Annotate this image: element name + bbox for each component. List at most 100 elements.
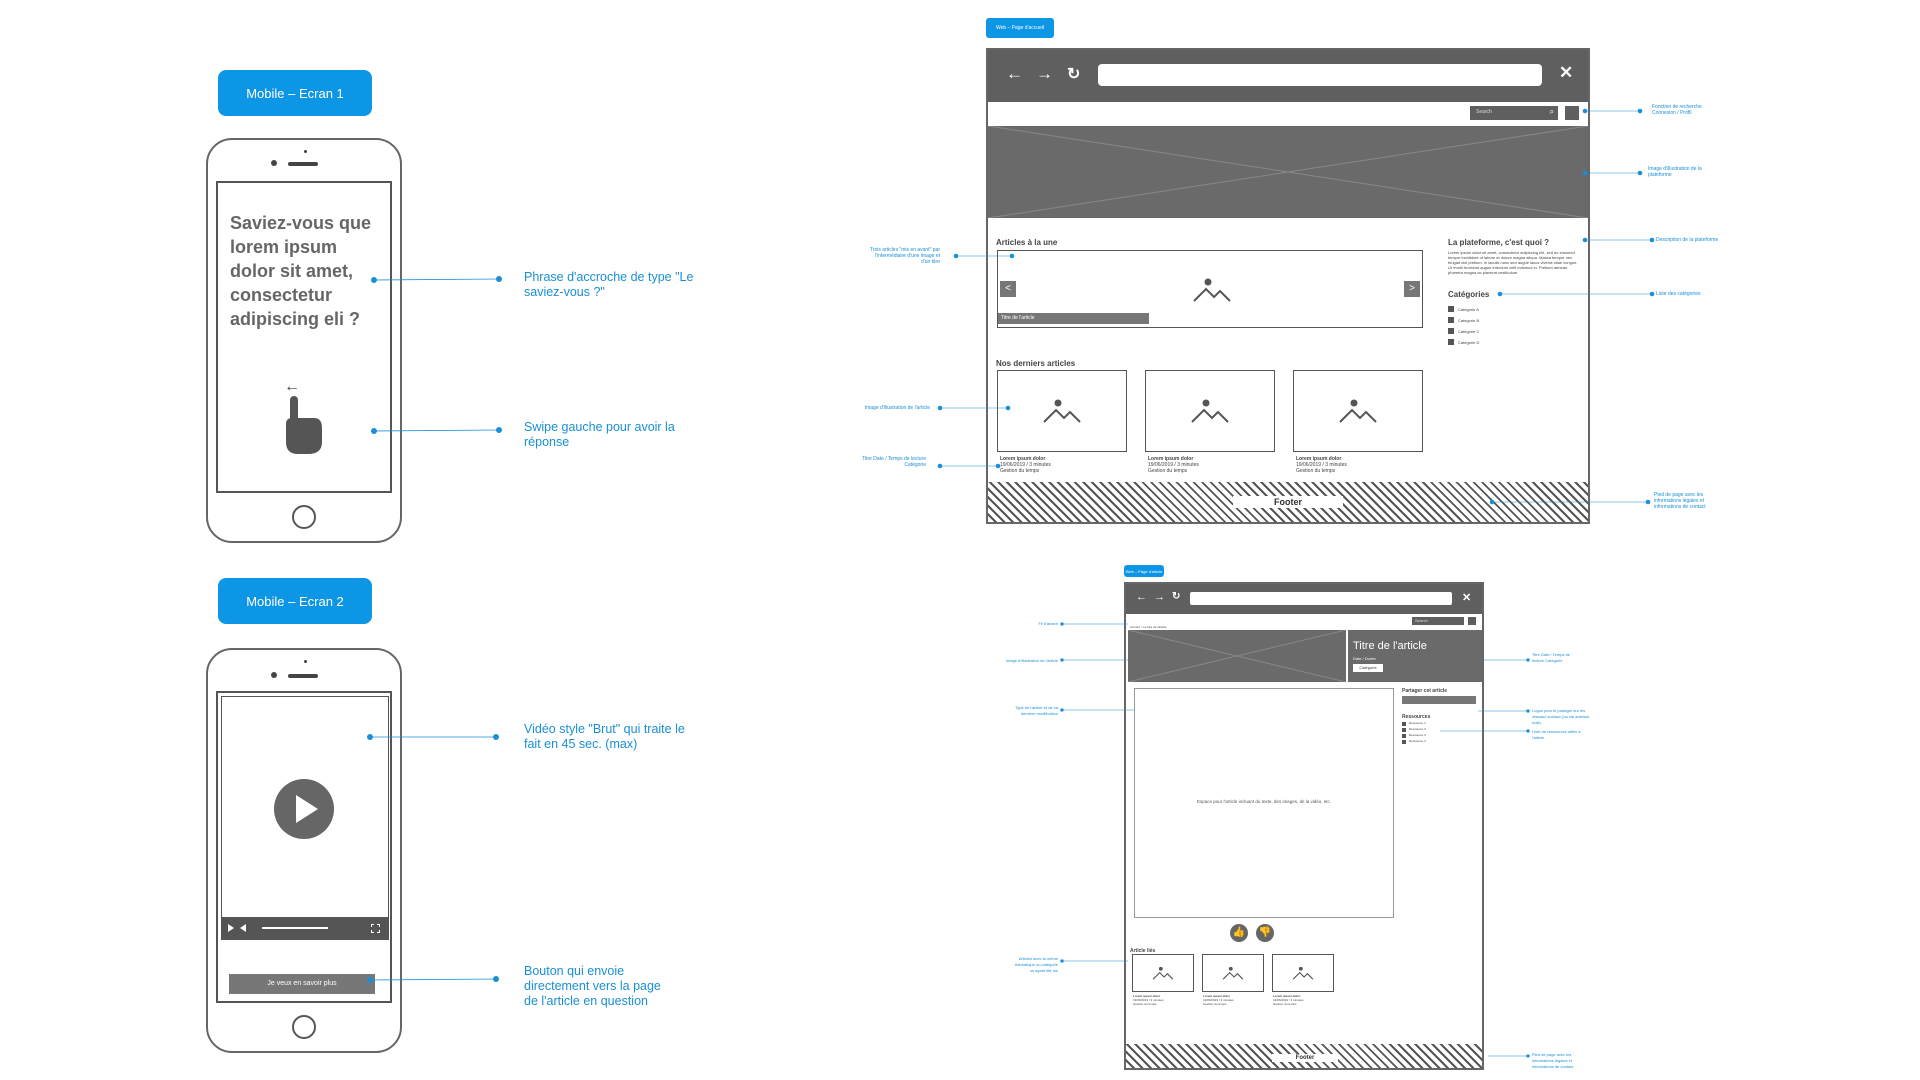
phone-home-button xyxy=(292,1015,316,1039)
related-article-meta: 19/06/2019 / 3 minutes xyxy=(1273,998,1304,1002)
related-article-meta: 19/06/2019 / 3 minutes xyxy=(1133,998,1164,1002)
search-placeholder: Search xyxy=(1476,109,1492,115)
related-article-meta: 19/06/2019 / 3 minutes xyxy=(1203,998,1234,1002)
resource-checkbox[interactable] xyxy=(1402,728,1406,732)
note-article-image: Image d'illustration de l'article xyxy=(864,405,930,411)
note-button: Bouton qui envoie directement vers la pa… xyxy=(524,964,661,1008)
carousel-prev-button[interactable]: < xyxy=(1000,281,1016,297)
category-checkbox[interactable] xyxy=(1448,317,1454,323)
back-arrow-icon[interactable]: ← xyxy=(1136,591,1147,603)
back-arrow-icon[interactable]: ← xyxy=(1006,64,1023,83)
fullscreen-icon[interactable] xyxy=(371,924,380,933)
like-button[interactable]: 👍 xyxy=(1230,924,1248,942)
article-card-category: Gestion du temps xyxy=(1000,468,1040,474)
volume-icon[interactable] xyxy=(240,924,246,932)
phone-sensor xyxy=(304,150,307,153)
category-checkbox[interactable] xyxy=(1448,339,1454,345)
swipe-hand-icon xyxy=(286,396,322,454)
video-controls[interactable] xyxy=(222,917,388,939)
search-icon[interactable]: ⌕ xyxy=(1549,107,1554,116)
play-icon[interactable] xyxy=(274,779,334,839)
reload-icon[interactable]: ↻ xyxy=(1172,591,1181,602)
related-article-title: Lorem ipsum dolor xyxy=(1133,994,1161,998)
hero-image-placeholder xyxy=(988,126,1588,218)
category-label: Catégorie C xyxy=(1458,329,1480,334)
carousel-next-button[interactable]: > xyxy=(1404,281,1420,297)
url-bar[interactable] xyxy=(1190,592,1452,605)
web-article-connectors xyxy=(1060,622,1530,1058)
mobile2-connectors xyxy=(367,734,499,983)
resource-checkbox[interactable] xyxy=(1402,722,1406,726)
phone-home-button xyxy=(292,505,316,529)
breadcrumb[interactable]: Accueil > Le titre de l'article xyxy=(1130,625,1167,629)
share-bar[interactable] xyxy=(1402,696,1476,704)
play-small-icon[interactable] xyxy=(228,924,234,932)
article-hero-image xyxy=(1128,630,1346,682)
note-platform: Description de la plateforme xyxy=(1656,237,1719,243)
note-hero: Image d'illustration de la plateforme xyxy=(1648,166,1702,178)
forward-arrow-icon[interactable]: → xyxy=(1036,64,1053,83)
browser-toolbar: ← → ↻ ✕ xyxy=(1126,584,1482,614)
image-placeholder-icon xyxy=(1193,278,1231,302)
profile-icon[interactable] xyxy=(1565,106,1579,120)
mobile-screen-1-tag: Mobile – Ecran 1 xyxy=(218,70,372,116)
search-box[interactable]: Search xyxy=(1412,617,1464,625)
search-box[interactable]: Search ⌕ xyxy=(1470,106,1558,120)
phone-screen-1: Saviez-vous que lorem ipsum dolor sit am… xyxy=(216,181,392,493)
related-article-title: Lorem ipsum dolor xyxy=(1203,994,1231,998)
video-player[interactable] xyxy=(221,696,389,940)
content-placeholder-text: Espace pour l'article incluant du texte,… xyxy=(1197,799,1331,804)
web-home-tag: Web – Page d'accueil xyxy=(986,18,1054,38)
resource-label: Ressource 1 xyxy=(1409,721,1426,725)
featured-carousel[interactable]: < > Titre de l'article xyxy=(997,250,1423,328)
related-article-card[interactable] xyxy=(1132,954,1194,992)
article-card[interactable] xyxy=(997,370,1127,452)
related-article-category: Gestion du temps xyxy=(1273,1002,1297,1006)
related-article-category: Gestion du temps xyxy=(1133,1002,1157,1006)
close-icon[interactable]: ✕ xyxy=(1462,592,1472,604)
category-checkbox[interactable] xyxy=(1448,328,1454,334)
resource-checkbox[interactable] xyxy=(1402,740,1406,744)
category-label: Catégorie B xyxy=(1458,318,1480,323)
featured-article-caption: Titre de l'article xyxy=(998,313,1149,324)
article-card-category: Gestion du temps xyxy=(1148,468,1188,474)
swipe-left-arrow-icon: ← xyxy=(284,378,300,395)
profile-icon[interactable] xyxy=(1468,617,1476,625)
phone-speaker xyxy=(288,674,318,678)
resource-label: Ressource 4 xyxy=(1409,739,1426,743)
related-article-card[interactable] xyxy=(1202,954,1264,992)
phone-frame-2: Je veux en savoir plus xyxy=(206,648,402,1053)
article-card[interactable] xyxy=(1145,370,1275,452)
article-card[interactable] xyxy=(1293,370,1423,452)
platform-title: La plateforme, c'est quoi ? xyxy=(1448,238,1550,247)
video-progress-bar[interactable] xyxy=(262,927,328,929)
categories-title: Catégories xyxy=(1448,290,1490,299)
note-video: Vidéo style "Brut" qui traite le fait en… xyxy=(524,722,685,751)
close-icon[interactable]: ✕ xyxy=(1559,63,1574,82)
article-card-category: Gestion du temps xyxy=(1296,468,1336,474)
category-button[interactable]: Catégorie xyxy=(1353,664,1383,672)
learn-more-button[interactable]: Je veux en savoir plus xyxy=(229,974,375,994)
reload-icon[interactable]: ↻ xyxy=(1067,66,1081,83)
note-article-meta: Titre Date / Temps de lecture Catégorie xyxy=(862,456,926,468)
share-title: Partager cet article xyxy=(1402,688,1448,694)
resource-label: Ressource 3 xyxy=(1409,733,1426,737)
image-placeholder-icon xyxy=(1222,966,1244,980)
note-title: Titre Date / Temps de lecture Catégorie xyxy=(1532,652,1571,663)
note-share: Logos pour le partager sur les réseaux s… xyxy=(1532,708,1590,725)
category-checkbox[interactable] xyxy=(1448,306,1454,312)
article-content-area: Espace pour l'article incluant du texte,… xyxy=(1134,688,1394,918)
related-article-card[interactable] xyxy=(1272,954,1334,992)
note-categories: Liste des catégories xyxy=(1656,291,1701,297)
note-breadcrumb: Fil d'ariane xyxy=(1038,621,1058,626)
latest-section-title: Nos derniers articles xyxy=(996,359,1076,368)
dislike-button[interactable]: 👎 xyxy=(1256,924,1274,942)
platform-description: Lorem ipsum dolor sit amet, consectetur … xyxy=(1448,250,1578,275)
phone-sensor xyxy=(304,660,307,663)
url-bar[interactable] xyxy=(1098,64,1542,86)
note-featured: Trois articles "mis en avant" par l'inte… xyxy=(869,247,940,265)
resource-checkbox[interactable] xyxy=(1402,734,1406,738)
phone-speaker xyxy=(288,162,318,166)
did-you-know-headline: Saviez-vous que lorem ipsum dolor sit am… xyxy=(230,213,372,329)
forward-arrow-icon[interactable]: → xyxy=(1154,591,1165,603)
